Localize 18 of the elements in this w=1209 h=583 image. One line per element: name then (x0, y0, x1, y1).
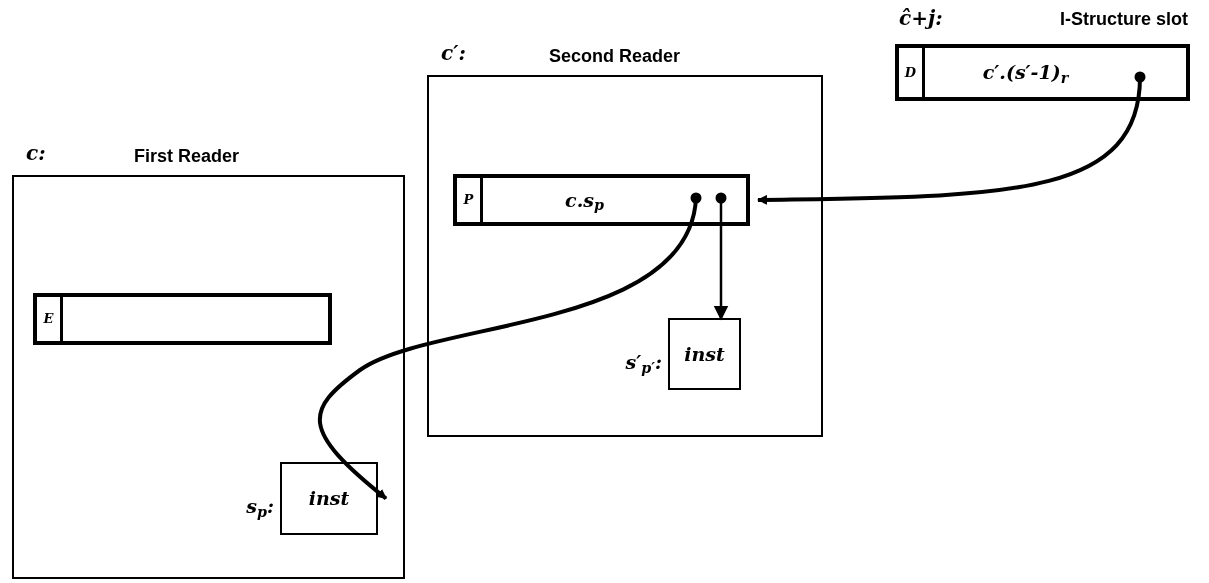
tag-label: D (904, 63, 917, 82)
tag-label: P (463, 191, 474, 210)
slot-box (33, 293, 332, 345)
slot-box (453, 174, 750, 226)
instruction-text: inst (308, 486, 350, 512)
frame-id-label: c′: (441, 43, 466, 63)
frame-title: First Reader (134, 147, 240, 165)
slot-title: I-Structure slot (1060, 10, 1188, 28)
frame-title: Second Reader (549, 47, 681, 65)
instruction-text: inst (684, 341, 725, 367)
arrow (713, 192, 729, 321)
arrow (757, 71, 1146, 205)
arrow (318, 192, 702, 501)
tag-label: E (43, 310, 54, 329)
slot-address-label: ĉ+j: (899, 8, 943, 28)
slot-value: c.s$_{p}$ (565, 187, 604, 215)
slot-value: c′.(s′-1)$_{r}$ (982, 60, 1069, 87)
frame-id-label: c: (26, 143, 46, 163)
